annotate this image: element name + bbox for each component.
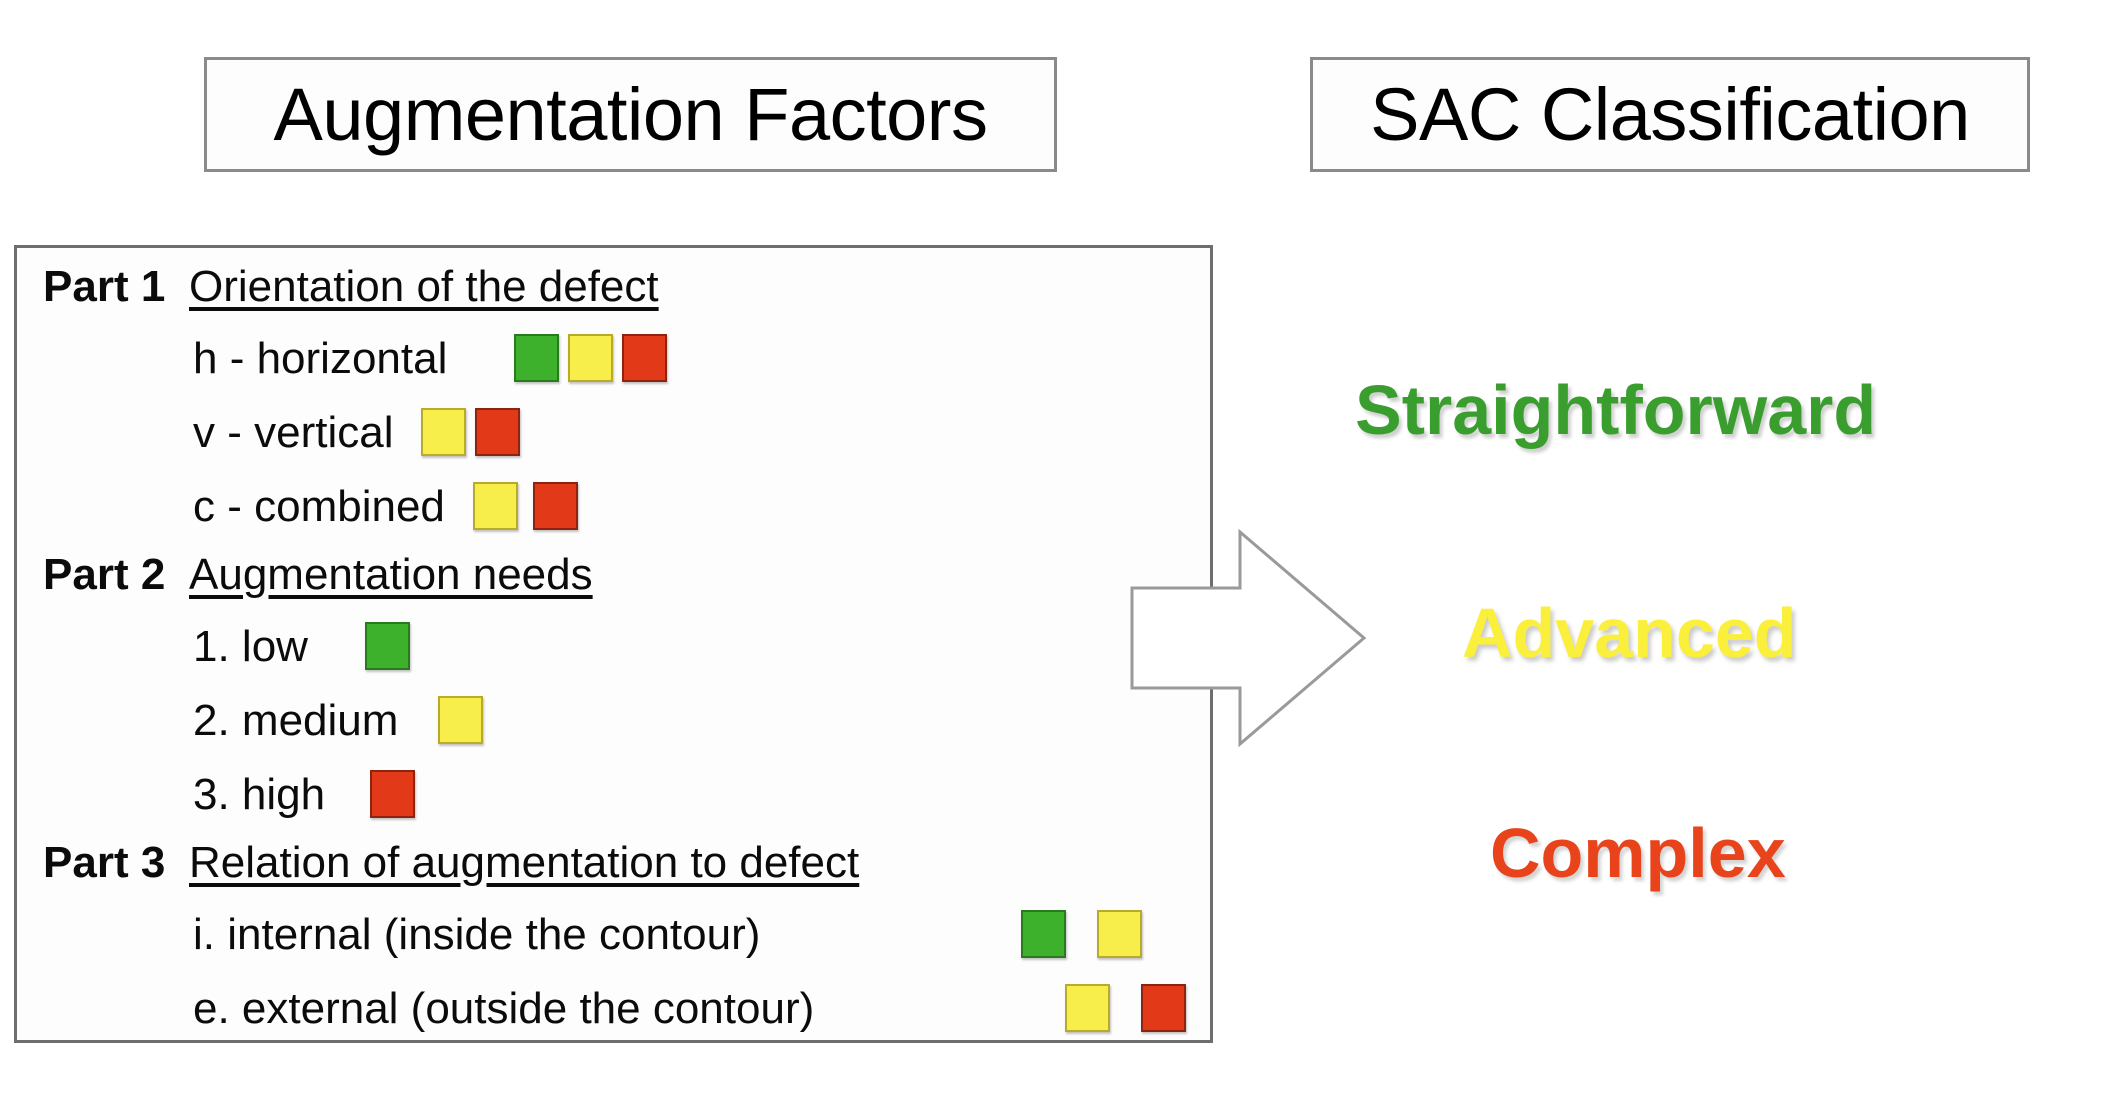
swatch-red-h-horizontal bbox=[622, 334, 667, 382]
swatch-yellow-external bbox=[1065, 984, 1110, 1032]
sac-classification-title-box: SAC Classification bbox=[1310, 57, 2030, 172]
option-label-internal: i. internal (inside the contour) bbox=[193, 910, 761, 959]
option-label-low: 1. low bbox=[193, 622, 308, 671]
swatch-red-c-combined bbox=[533, 482, 578, 530]
swatch-red-high bbox=[370, 770, 415, 818]
swatch-yellow-c-combined bbox=[473, 482, 518, 530]
part-2-block: Part 2 Augmentation needs 1. low 2. medi… bbox=[17, 536, 1210, 834]
augmentation-factors-title-box: Augmentation Factors bbox=[204, 57, 1057, 172]
option-row-external: e. external (outside the contour) bbox=[17, 974, 1210, 1048]
swatch-yellow-h-horizontal bbox=[568, 334, 613, 382]
option-row-v-vertical: v - vertical bbox=[17, 398, 1210, 472]
option-label-v-vertical: v - vertical bbox=[193, 408, 394, 457]
swatch-green-low bbox=[365, 622, 410, 670]
part-3-header: Part 3 Relation of augmentation to defec… bbox=[17, 824, 1210, 900]
flow-arrow-icon bbox=[1130, 528, 1367, 748]
option-label-h-horizontal: h - horizontal bbox=[193, 334, 448, 383]
part-3-label: Part 3 bbox=[43, 838, 166, 887]
swatch-yellow-medium bbox=[438, 696, 483, 744]
classification-complex: Complex bbox=[1490, 814, 1786, 892]
option-row-internal: i. internal (inside the contour) bbox=[17, 900, 1210, 974]
part-2-label: Part 2 bbox=[43, 550, 166, 599]
swatch-red-v-vertical bbox=[475, 408, 520, 456]
swatch-green-internal bbox=[1021, 910, 1066, 958]
option-row-h-horizontal: h - horizontal bbox=[17, 324, 1210, 398]
option-row-c-combined: c - combined bbox=[17, 472, 1210, 546]
part-3-block: Part 3 Relation of augmentation to defec… bbox=[17, 824, 1210, 1048]
classification-straightforward: Straightforward bbox=[1355, 371, 1877, 449]
option-row-low: 1. low bbox=[17, 612, 1210, 686]
part-1-title: Orientation of the defect bbox=[189, 262, 659, 311]
swatch-yellow-v-vertical bbox=[421, 408, 466, 456]
option-row-high: 3. high bbox=[17, 760, 1210, 834]
swatch-red-external bbox=[1141, 984, 1186, 1032]
option-label-external: e. external (outside the contour) bbox=[193, 984, 815, 1033]
option-label-c-combined: c - combined bbox=[193, 482, 445, 531]
part-1-label: Part 1 bbox=[43, 262, 166, 311]
classification-advanced: Advanced bbox=[1462, 594, 1797, 672]
option-label-medium: 2. medium bbox=[193, 696, 399, 745]
swatch-yellow-internal bbox=[1097, 910, 1142, 958]
part-2-header: Part 2 Augmentation needs bbox=[17, 536, 1210, 612]
part-1-block: Part 1 Orientation of the defect h - hor… bbox=[17, 248, 1210, 546]
part-3-title: Relation of augmentation to defect bbox=[189, 838, 860, 887]
option-label-high: 3. high bbox=[193, 770, 326, 819]
augmentation-factors-panel: Part 1 Orientation of the defect h - hor… bbox=[14, 245, 1213, 1043]
option-row-medium: 2. medium bbox=[17, 686, 1210, 760]
part-1-header: Part 1 Orientation of the defect bbox=[17, 248, 1210, 324]
part-2-title: Augmentation needs bbox=[189, 550, 593, 599]
swatch-green-h-horizontal bbox=[514, 334, 559, 382]
